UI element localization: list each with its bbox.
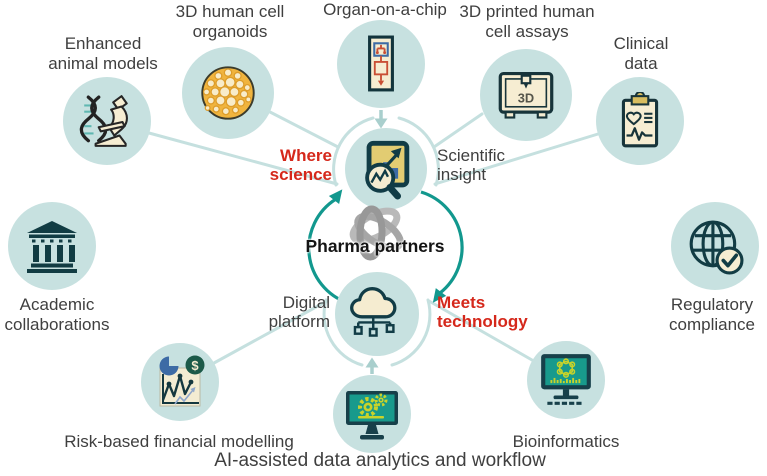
label-ai-analytics: AI-assisted data analytics and workflow [214, 450, 546, 471]
line-bioinformatics-to-digital-hub [427, 299, 534, 362]
organ-on-chip-icon [368, 35, 394, 92]
label-academic: Academic collaborations [4, 295, 110, 334]
label-financial: Risk-based financial modelling [64, 432, 294, 451]
globe-check-icon [689, 220, 744, 275]
printer-3d-label: 3D [518, 91, 534, 106]
arrowhead [365, 357, 379, 368]
printer-3d-icon: 3D [498, 71, 554, 119]
arrow-organ-chip-to-science-hub [374, 110, 388, 129]
financial-chart-icon: $ [159, 355, 205, 407]
digital-hub-arc-right [390, 298, 432, 367]
cycle-arrowhead-down [432, 288, 447, 303]
line-animal-models-to-science-hub [147, 131, 339, 186]
label-clinical-data: Clinical data [613, 34, 669, 73]
label-scientific-insight: Scientific insight [437, 146, 506, 184]
tagline-where-science: Where science [269, 146, 332, 184]
node-ai-analytics [333, 375, 411, 453]
hub-digital-platform [335, 272, 419, 356]
bank-building-icon [27, 221, 77, 273]
cycle-arrowhead-up [328, 189, 343, 205]
monitor-molecule-icon [541, 354, 591, 405]
cloud-network-icon [350, 287, 397, 337]
arrowhead [374, 118, 388, 129]
label-organ-on-a-chip: Organ-on-a-chip [323, 0, 447, 19]
line-printed-assays-to-science-hub [432, 112, 484, 149]
tagline-meets-technology: Meets technology [437, 293, 528, 331]
clipboard-heart-icon [621, 92, 659, 148]
brand-title: Pharma partners [305, 236, 445, 256]
node-regulatory-compliance [671, 202, 759, 290]
node-academic-collaborations [8, 202, 96, 290]
science-hub-arc-right [397, 116, 440, 187]
monitor-gears-icon [346, 391, 398, 440]
chart-magnifier-icon [365, 140, 410, 200]
node-bioinformatics [527, 341, 605, 419]
line-financial-to-digital-hub [212, 299, 329, 365]
label-enhanced-animal-models: Enhanced animal models [48, 34, 158, 73]
line-clinical-data-to-science-hub [433, 132, 600, 186]
label-bioinformatics: Bioinformatics [512, 432, 620, 451]
cycle-arc-technology [420, 190, 464, 295]
science-hub-arc-left [332, 116, 375, 187]
label-3d-printed-assays: 3D printed human cell assays [459, 2, 595, 41]
node-clinical-data [596, 77, 684, 165]
dollar-sign: $ [191, 358, 199, 373]
label-3d-organoids: 3D human cell organoids [175, 2, 285, 41]
label-regulatory: Regulatory compliance [669, 295, 755, 334]
pharma-partners-logo [349, 205, 404, 261]
node-enhanced-animal-models [63, 77, 151, 165]
cycle-arc-science [307, 197, 349, 305]
organoid-sphere-icon [201, 66, 255, 120]
node-3d-printed-assays: 3D [480, 49, 572, 141]
node-financial-modelling: $ [141, 343, 219, 421]
line-organoids-to-science-hub [268, 110, 340, 149]
dna-microscope-icon [79, 95, 128, 147]
digital-hub-arc-left [322, 298, 364, 367]
label-digital-platform: Digital platform [268, 293, 330, 331]
hub-scientific-insight [345, 128, 427, 210]
node-organ-on-a-chip [337, 20, 425, 108]
arrow-ai-analytics-to-digital-hub [365, 357, 379, 374]
node-3d-organoids [182, 47, 274, 139]
